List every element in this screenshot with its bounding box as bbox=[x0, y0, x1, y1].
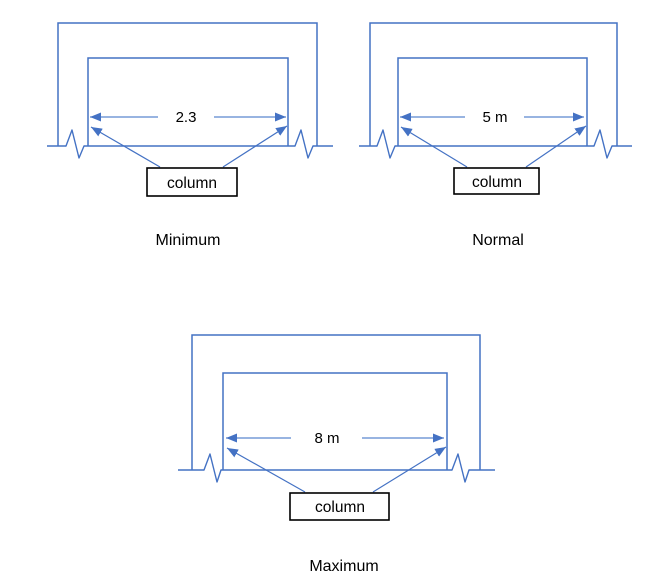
diagram-caption: Maximum bbox=[309, 558, 378, 575]
column-label: column bbox=[315, 499, 365, 516]
break-symbol-left bbox=[203, 453, 222, 483]
outer-beam-outline bbox=[369, 22, 618, 146]
leader-arrow-left bbox=[400, 126, 468, 168]
column-label: column bbox=[472, 174, 522, 191]
leader-arrow-right bbox=[525, 125, 587, 168]
break-symbol-right bbox=[451, 453, 470, 483]
break-symbol-left bbox=[65, 129, 85, 159]
diagram-normal: 5 m column Normal bbox=[359, 22, 632, 249]
dimension-label: 8 m bbox=[314, 430, 339, 447]
column-box bbox=[146, 167, 238, 197]
leader-arrow-right bbox=[222, 125, 288, 168]
inner-beam-outline bbox=[87, 57, 289, 146]
leader-arrow-left bbox=[226, 447, 306, 493]
break-symbol-right bbox=[294, 129, 314, 159]
outer-beam-outline bbox=[191, 334, 481, 470]
break-symbol-left bbox=[376, 129, 396, 159]
diagram-minimum: 2.3 column Minimum bbox=[47, 22, 333, 249]
dimension-label: 2.3 bbox=[176, 109, 197, 126]
inner-beam-outline bbox=[397, 57, 588, 146]
diagram-caption: Normal bbox=[472, 232, 524, 249]
break-symbol-right bbox=[593, 129, 613, 159]
column-label: column bbox=[167, 175, 217, 192]
dimension-label: 5 m bbox=[482, 109, 507, 126]
diagram-maximum: 8 m column Maximum bbox=[178, 334, 495, 575]
column-box bbox=[453, 167, 540, 195]
leader-arrow-right bbox=[372, 446, 447, 493]
inner-beam-outline bbox=[222, 372, 448, 470]
leader-arrow-left bbox=[90, 126, 161, 168]
outer-beam-outline bbox=[57, 22, 318, 146]
diagram-caption: Minimum bbox=[156, 232, 221, 249]
column-box bbox=[289, 492, 390, 521]
